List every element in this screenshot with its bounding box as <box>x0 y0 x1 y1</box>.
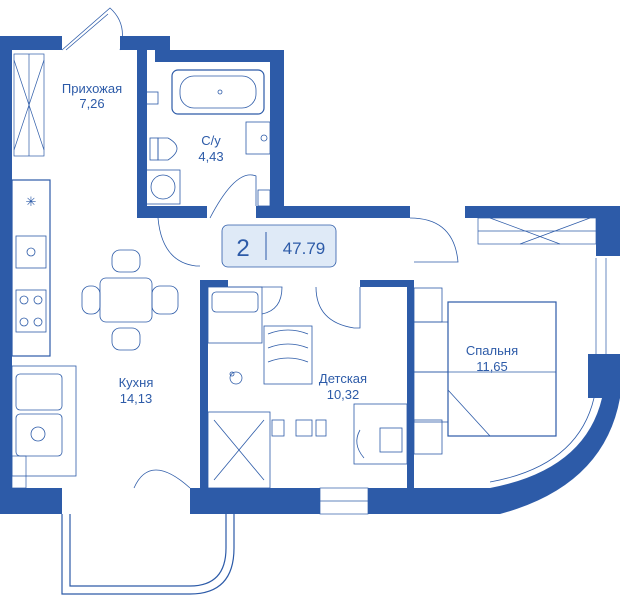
kitchen-name: Кухня <box>119 375 154 390</box>
windows <box>11 53 607 515</box>
hallway-area: 7,26 <box>79 96 104 111</box>
room-labels: Прихожая 7,26 С/у 4,43 Кухня 14,13 Детск… <box>62 81 518 406</box>
dining-table-icon <box>81 249 179 351</box>
kids-room-name: Детская <box>319 371 367 386</box>
bathroom-fixtures <box>145 69 271 207</box>
table-set-icon <box>271 419 327 437</box>
hallway-name: Прихожая <box>62 81 122 96</box>
fridge-icon: ✳ <box>26 194 37 209</box>
bedroom-area: 11,65 <box>476 359 508 374</box>
door-swings <box>133 174 459 489</box>
bay-wall <box>489 397 620 514</box>
bunk-bed-icon <box>207 286 263 344</box>
toy-icon <box>229 371 243 385</box>
entrance-door <box>61 7 123 51</box>
total-area: 47.79 <box>283 239 326 258</box>
sofa-icon <box>11 365 77 477</box>
summary-badge: 2 47.79 <box>221 224 337 268</box>
sink-icon <box>15 235 47 269</box>
kids-room-area: 10,32 <box>327 387 360 402</box>
room-count: 2 <box>236 235 249 262</box>
sink-icon <box>245 121 271 155</box>
walls <box>0 36 620 514</box>
toilet-icon <box>149 137 178 161</box>
bathroom-name: С/у <box>201 133 221 148</box>
bathroom-area: 4,43 <box>198 149 223 164</box>
kitchen-furniture: ✳ <box>11 179 179 477</box>
stove-icon <box>15 289 47 333</box>
bed-icon <box>413 301 557 437</box>
kids-furniture <box>207 286 408 489</box>
desk-icon <box>353 403 408 465</box>
bedroom-furniture <box>413 287 557 455</box>
bedroom-name: Спальня <box>466 343 518 358</box>
wardrobe-icon <box>207 411 271 489</box>
washing-machine-icon <box>145 169 181 205</box>
balcony <box>61 514 235 595</box>
bathtub-icon <box>171 69 265 115</box>
kitchen-area: 14,13 <box>120 391 153 406</box>
rug-icon <box>263 325 313 385</box>
